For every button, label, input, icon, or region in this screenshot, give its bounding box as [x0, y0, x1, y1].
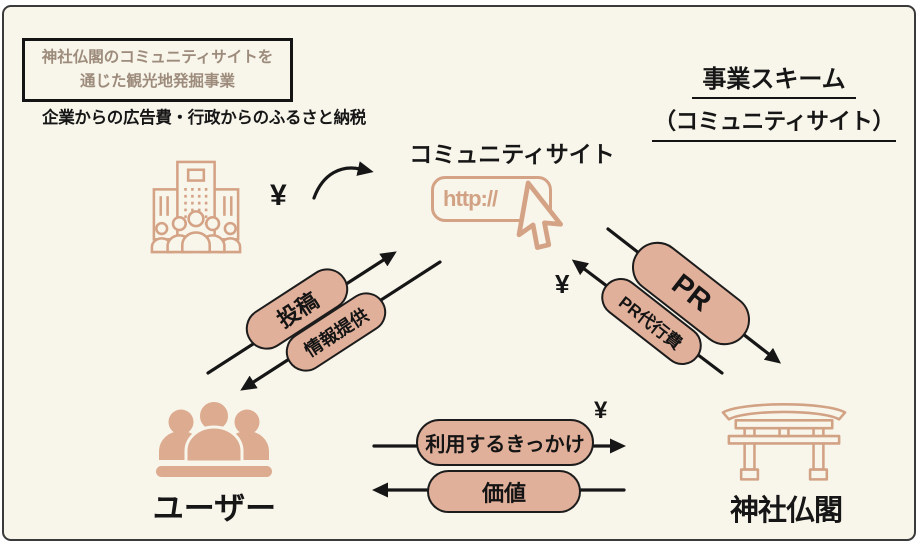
community-site-label: コミュニティサイト [409, 141, 615, 167]
project-title-line2: 通じた観光地発掘事業 [79, 73, 235, 91]
government-building-icon [150, 160, 242, 254]
scheme-heading-line1: 事業スキーム [692, 59, 856, 99]
value-label-pill: 価値 [427, 470, 581, 513]
scheme-heading: 事業スキーム （コミュニティサイト） [630, 59, 914, 142]
cursor-icon [516, 180, 563, 250]
yen-symbol-trigger: ¥ [594, 397, 608, 424]
users-icon [156, 399, 272, 477]
scheme-heading-line2: （コミュニティサイト） [651, 104, 897, 142]
shrine-label: 神社仏閣 [729, 495, 843, 527]
torii-icon [721, 403, 847, 481]
funding-sources-text: 企業からの広告費・行政からのふるさと納税 [42, 109, 367, 127]
browser-bar-icon: http:// [431, 176, 552, 222]
diagram-canvas: 神社仏閣のコミュニティサイトを 通じた観光地発掘事業 企業からの広告費・行政から… [2, 5, 916, 541]
pr-label: PR [665, 268, 718, 319]
project-title-line1: 神社仏閣のコミュニティサイトを [41, 49, 274, 66]
project-title-box: 神社仏閣のコミュニティサイトを 通じた観光地発掘事業 [22, 38, 293, 103]
url-text: http:// [443, 186, 498, 211]
crowd-outline [150, 210, 242, 254]
value-label: 価値 [481, 480, 526, 506]
yen-symbol-sponsor: ¥ [270, 179, 287, 212]
users-label: ユーザー [152, 491, 277, 526]
yen-symbol-pr-fee: ¥ [555, 269, 570, 299]
usage-trigger-label-pill: 利用するきっかけ [416, 419, 594, 466]
usage-trigger-label: 利用するきっかけ [425, 434, 585, 456]
money-to-site-arrow [312, 161, 374, 200]
